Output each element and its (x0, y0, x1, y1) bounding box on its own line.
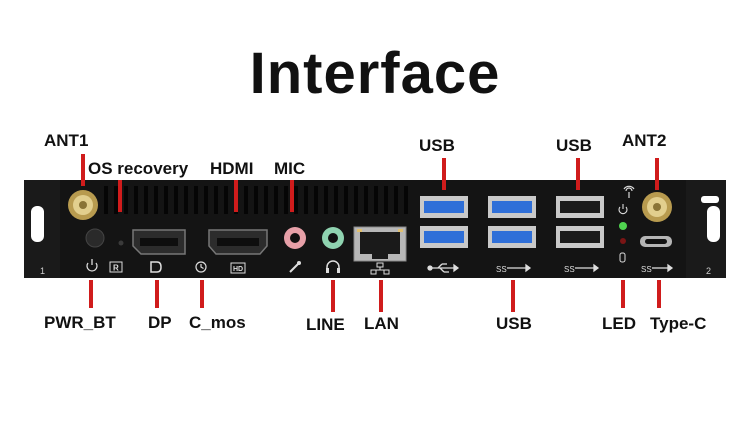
usb3-ports-group-2 (488, 196, 536, 248)
usb-icon (427, 263, 460, 273)
ant2-connector (642, 192, 672, 222)
lan-port (353, 226, 407, 262)
hd-box-mark: HD (230, 262, 246, 274)
vent-slot (294, 186, 298, 214)
vent-slot (394, 186, 398, 214)
right-bracket-notch (701, 196, 719, 203)
label-ant2: ANT2 (622, 131, 667, 150)
line-jack (322, 227, 344, 249)
vent-slot (304, 186, 308, 214)
label-usb-bottom: USB (496, 314, 532, 333)
vent-slot (244, 186, 248, 214)
status-leds (618, 204, 628, 263)
callout-lines (81, 154, 661, 312)
vent-slot (314, 186, 318, 214)
vent-slot (154, 186, 158, 214)
cmos-clock-icon (195, 261, 207, 273)
vent-slot (384, 186, 388, 214)
label-dp: DP (148, 313, 172, 332)
r-box-mark: R (109, 261, 123, 273)
label-usb-top-left: USB (419, 136, 455, 155)
ant1-connector (68, 190, 98, 220)
vent-slots (104, 186, 408, 214)
mic-jack (284, 227, 306, 249)
usb3-ports-group-1 (420, 196, 468, 248)
vent-slot (134, 186, 138, 214)
label-hdmi: HDMI (210, 159, 254, 178)
vent-slot (144, 186, 148, 214)
vent-slot (204, 186, 208, 214)
right-bracket: 2 (684, 180, 726, 278)
power-button[interactable] (85, 228, 105, 248)
label-led: LED (602, 314, 636, 333)
vent-slot (214, 186, 218, 214)
vent-slot (374, 186, 378, 214)
wifi-icon (623, 185, 635, 198)
vent-slot (324, 186, 328, 214)
label-type-c: Type-C (650, 314, 707, 333)
vent-slot (114, 186, 118, 214)
left-bracket-slot (31, 206, 44, 242)
usb3-icon: SS (641, 263, 674, 274)
label-pwr-bt: PWR_BT (44, 313, 116, 332)
vent-slot (364, 186, 368, 214)
right-bracket-number: 2 (706, 266, 711, 276)
svg-text:R: R (113, 264, 119, 273)
vent-slot (264, 186, 268, 214)
svg-text:SS: SS (641, 265, 652, 274)
os-recovery-button[interactable] (118, 240, 124, 246)
label-mic: MIC (274, 159, 306, 178)
hdd-led (620, 238, 626, 244)
left-bracket: 1 (24, 180, 62, 278)
svg-text:SS: SS (564, 265, 575, 274)
power-icon (86, 259, 98, 272)
label-c-mos: C_mos (189, 313, 246, 332)
usb3-icon: SS (496, 263, 532, 274)
page-title: Interface (249, 41, 501, 106)
usb-ports-group-3 (556, 196, 604, 248)
vent-slot (224, 186, 228, 214)
headphone-icon (326, 260, 340, 273)
dp-port (132, 229, 186, 255)
vent-slot (124, 186, 128, 214)
vent-slot (254, 186, 258, 214)
vent-slot (274, 186, 278, 214)
svg-text:HD: HD (233, 266, 243, 273)
hdmi-port (208, 229, 268, 255)
network-icon (370, 262, 390, 275)
right-bracket-slot (707, 206, 720, 242)
dp-icon (150, 261, 162, 273)
vent-slot (354, 186, 358, 214)
vent-slot (184, 186, 188, 214)
vent-slot (164, 186, 168, 214)
vent-slot (404, 186, 408, 214)
vent-slot (174, 186, 178, 214)
usb3-icon: SS (564, 263, 600, 274)
vent-slot (334, 186, 338, 214)
vent-slot (344, 186, 348, 214)
left-bracket-number: 1 (40, 266, 45, 276)
label-ant1: ANT1 (44, 131, 89, 150)
microphone-icon (289, 261, 301, 273)
label-os-recovery: OS recovery (88, 159, 189, 178)
vent-slot (194, 186, 198, 214)
label-lan: LAN (364, 314, 399, 333)
label-line: LINE (306, 315, 345, 334)
power-led (619, 222, 627, 230)
label-usb-top-right: USB (556, 136, 592, 155)
vent-slot (104, 186, 108, 214)
svg-text:SS: SS (496, 265, 507, 274)
vent-slot (284, 186, 288, 214)
type-c-port (640, 236, 672, 247)
